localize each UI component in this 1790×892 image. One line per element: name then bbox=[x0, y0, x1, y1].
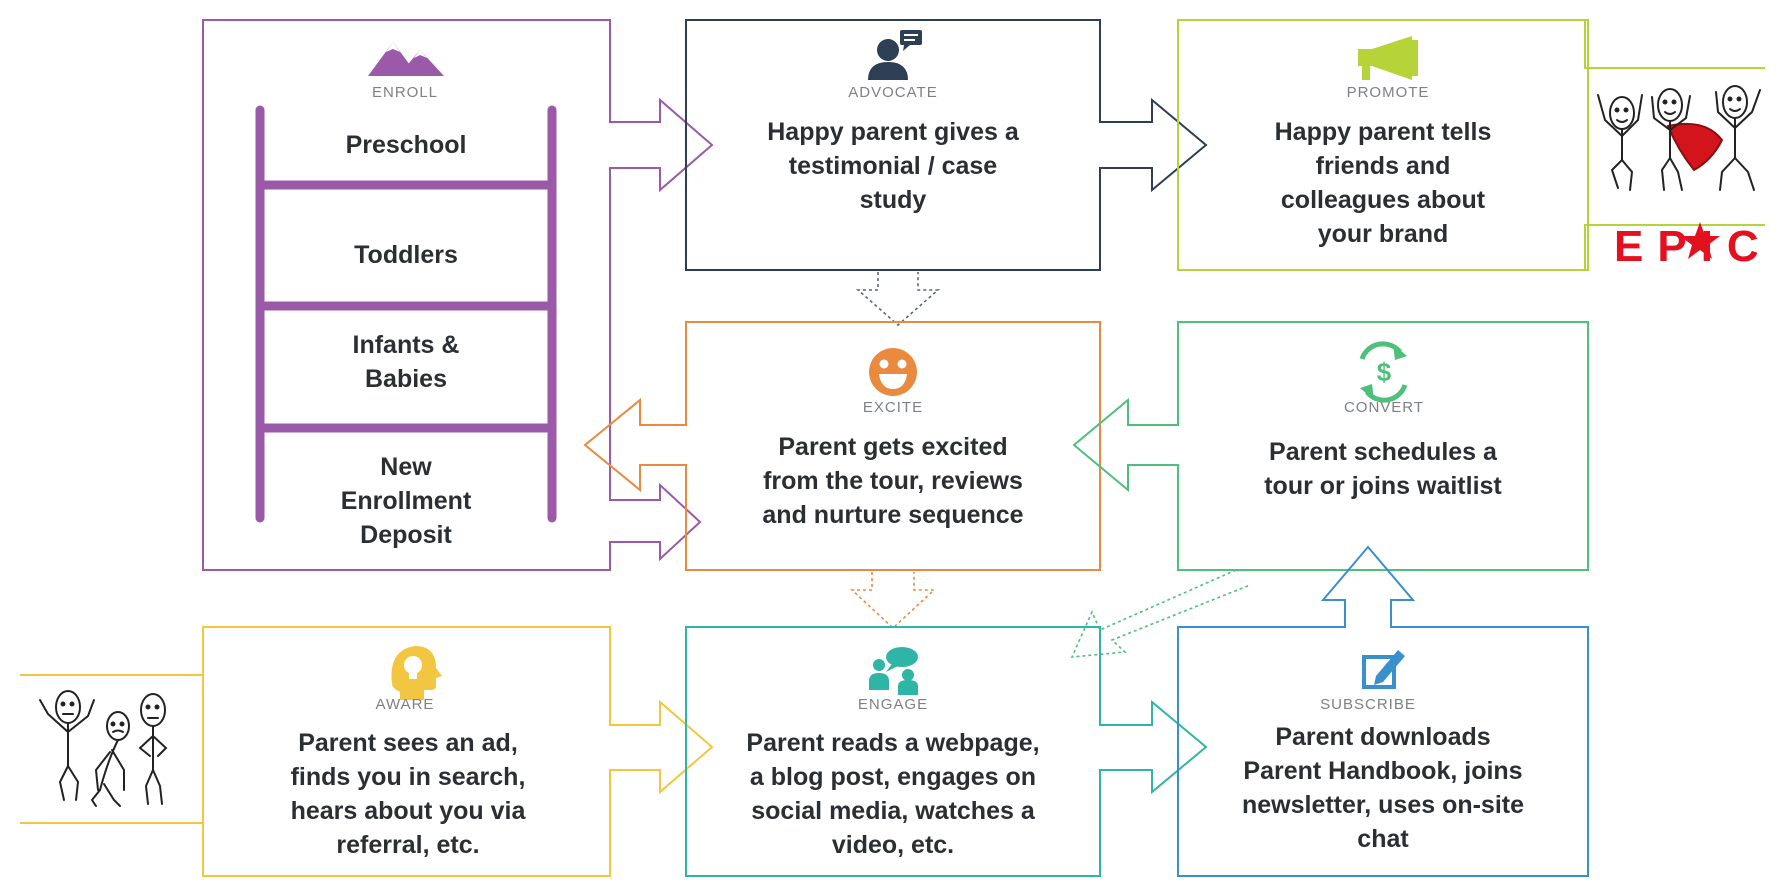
aware-stage-name: AWARE bbox=[375, 696, 435, 713]
aware-tail-line bbox=[20, 627, 204, 676]
aware-description: Parent sees an ad, finds you in search, … bbox=[290, 729, 526, 859]
people-chat-icon bbox=[869, 647, 918, 695]
ladder-rung-label: Toddlers bbox=[354, 241, 458, 269]
dollar-cycle-icon: $ bbox=[1359, 341, 1408, 403]
svg-text:$: $ bbox=[1377, 357, 1392, 387]
excite-to-engage-arrow bbox=[849, 572, 937, 630]
mountains-icon bbox=[368, 42, 444, 76]
advocate-description: Happy parent gives a testimonial / case … bbox=[767, 118, 1019, 214]
convert-description: Parent schedules a tour or joins waitlis… bbox=[1264, 438, 1502, 500]
advocate-to-excite-arrow bbox=[855, 272, 941, 327]
ladder-rung-label: Preschool bbox=[345, 131, 467, 159]
engage-description: Parent reads a webpage, a blog post, eng… bbox=[746, 729, 1040, 859]
edit-box-icon bbox=[1362, 650, 1405, 689]
promote-description: Happy parent tells friends and colleague… bbox=[1274, 118, 1492, 248]
subscribe-stage-name: SUBSCRIBE bbox=[1320, 696, 1416, 713]
enroll-box bbox=[202, 19, 714, 571]
subscribe-box bbox=[1177, 545, 1589, 877]
head-lightbulb-icon bbox=[391, 646, 442, 700]
smiley-face-icon bbox=[869, 348, 917, 396]
convert-stage-name: CONVERT bbox=[1343, 399, 1425, 416]
epic-logo: EPIC bbox=[1614, 222, 1774, 274]
ladder-rung-label: Infants & Babies bbox=[352, 331, 460, 393]
stick-figures-bored-icon bbox=[39, 690, 168, 807]
excite-box bbox=[583, 321, 1101, 571]
enroll-stage-name: ENROLL bbox=[371, 84, 439, 101]
megaphone-icon bbox=[1358, 36, 1418, 80]
convert-box bbox=[1072, 321, 1589, 571]
subscribe-description: Parent downloads Parent Handbook, joins … bbox=[1241, 723, 1525, 853]
engage-stage-name: ENGAGE bbox=[857, 696, 929, 713]
epic-logo-text: EPIC bbox=[1614, 222, 1773, 271]
star-icon bbox=[1680, 222, 1720, 259]
excite-stage-name: EXCITE bbox=[862, 399, 924, 416]
stick-figures-celebrating-icon bbox=[1597, 85, 1761, 191]
excite-description: Parent gets excited from the tour, revie… bbox=[762, 433, 1024, 529]
promote-stage-name: PROMOTE bbox=[1346, 84, 1430, 101]
promote-box bbox=[1177, 19, 1589, 271]
advocate-stage-name: ADVOCATE bbox=[848, 84, 938, 101]
ladder-rung-label: New Enrollment Deposit bbox=[340, 453, 472, 549]
engage-to-convert-arrow bbox=[1070, 569, 1251, 658]
person-speech-bubble-icon bbox=[868, 30, 922, 80]
